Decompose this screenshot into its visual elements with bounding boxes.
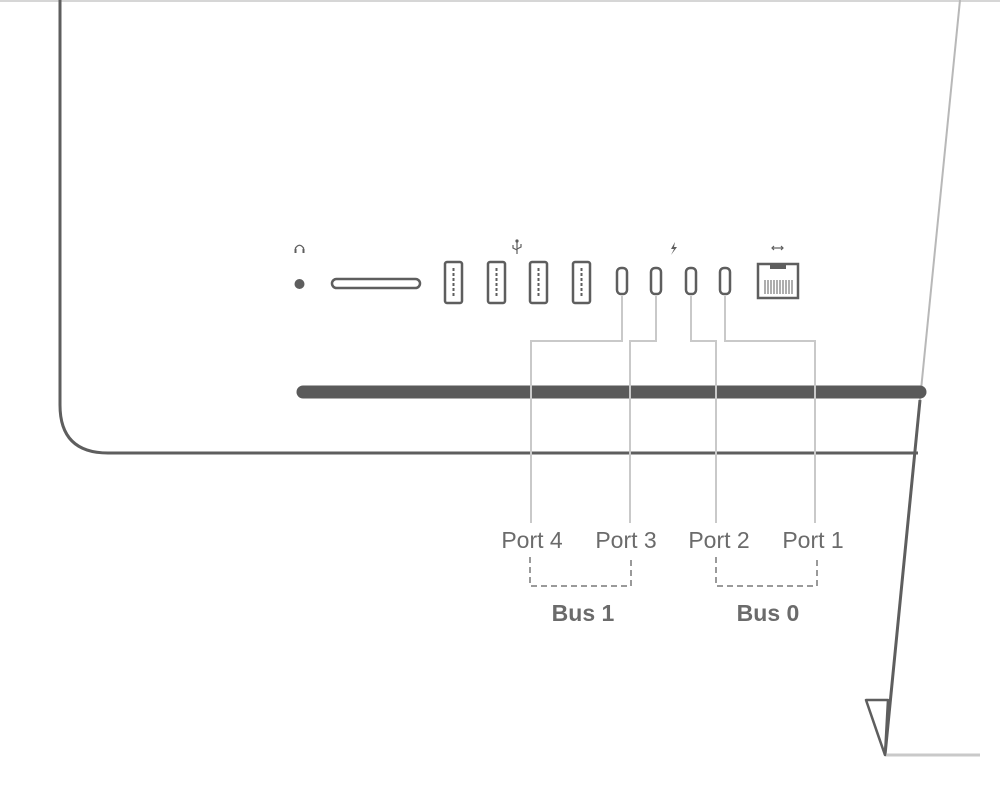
stand-back-edge [919, 0, 961, 401]
headphone-icon [294, 244, 305, 253]
port-4-label: Port 4 [501, 527, 563, 553]
imac-body-outline [58, 0, 918, 455]
ethernet-icon [771, 245, 784, 251]
thunderbolt-port-2 [684, 266, 698, 296]
leader-port-3 [629, 296, 657, 523]
port-2-label: Port 2 [688, 527, 749, 553]
usb-port-3 [528, 260, 549, 305]
port-3-label: Port 3 [595, 527, 656, 553]
headphone-jack [294, 279, 305, 289]
usb-icon [512, 239, 522, 254]
thunderbolt-port-3 [649, 266, 663, 296]
leader-port-4 [530, 296, 623, 523]
bus-0-bracket [715, 557, 818, 587]
usb-port-2 [486, 260, 507, 305]
sd-card-slot [330, 277, 422, 290]
leader-lines [530, 296, 816, 523]
thunderbolt-port-4 [615, 266, 629, 296]
ethernet-port [756, 262, 800, 300]
stand-foot-bracket [864, 698, 890, 757]
port-1-label: Port 1 [782, 527, 843, 553]
stand-front-edge [883, 399, 922, 756]
bus-1-label: Bus 1 [552, 600, 615, 626]
leader-port-1 [724, 296, 816, 523]
thunderbolt-port-1 [718, 266, 732, 296]
thunderbolt-icon [671, 242, 677, 255]
bus-1-bracket [529, 557, 632, 587]
usb-port-4 [571, 260, 592, 305]
bus-0-label: Bus 0 [737, 600, 800, 626]
bus-brackets [529, 557, 818, 587]
usb-port-1 [443, 260, 464, 305]
thunderbolt-ports [615, 266, 732, 296]
usb-ports [443, 260, 592, 305]
leader-port-2 [690, 296, 717, 523]
